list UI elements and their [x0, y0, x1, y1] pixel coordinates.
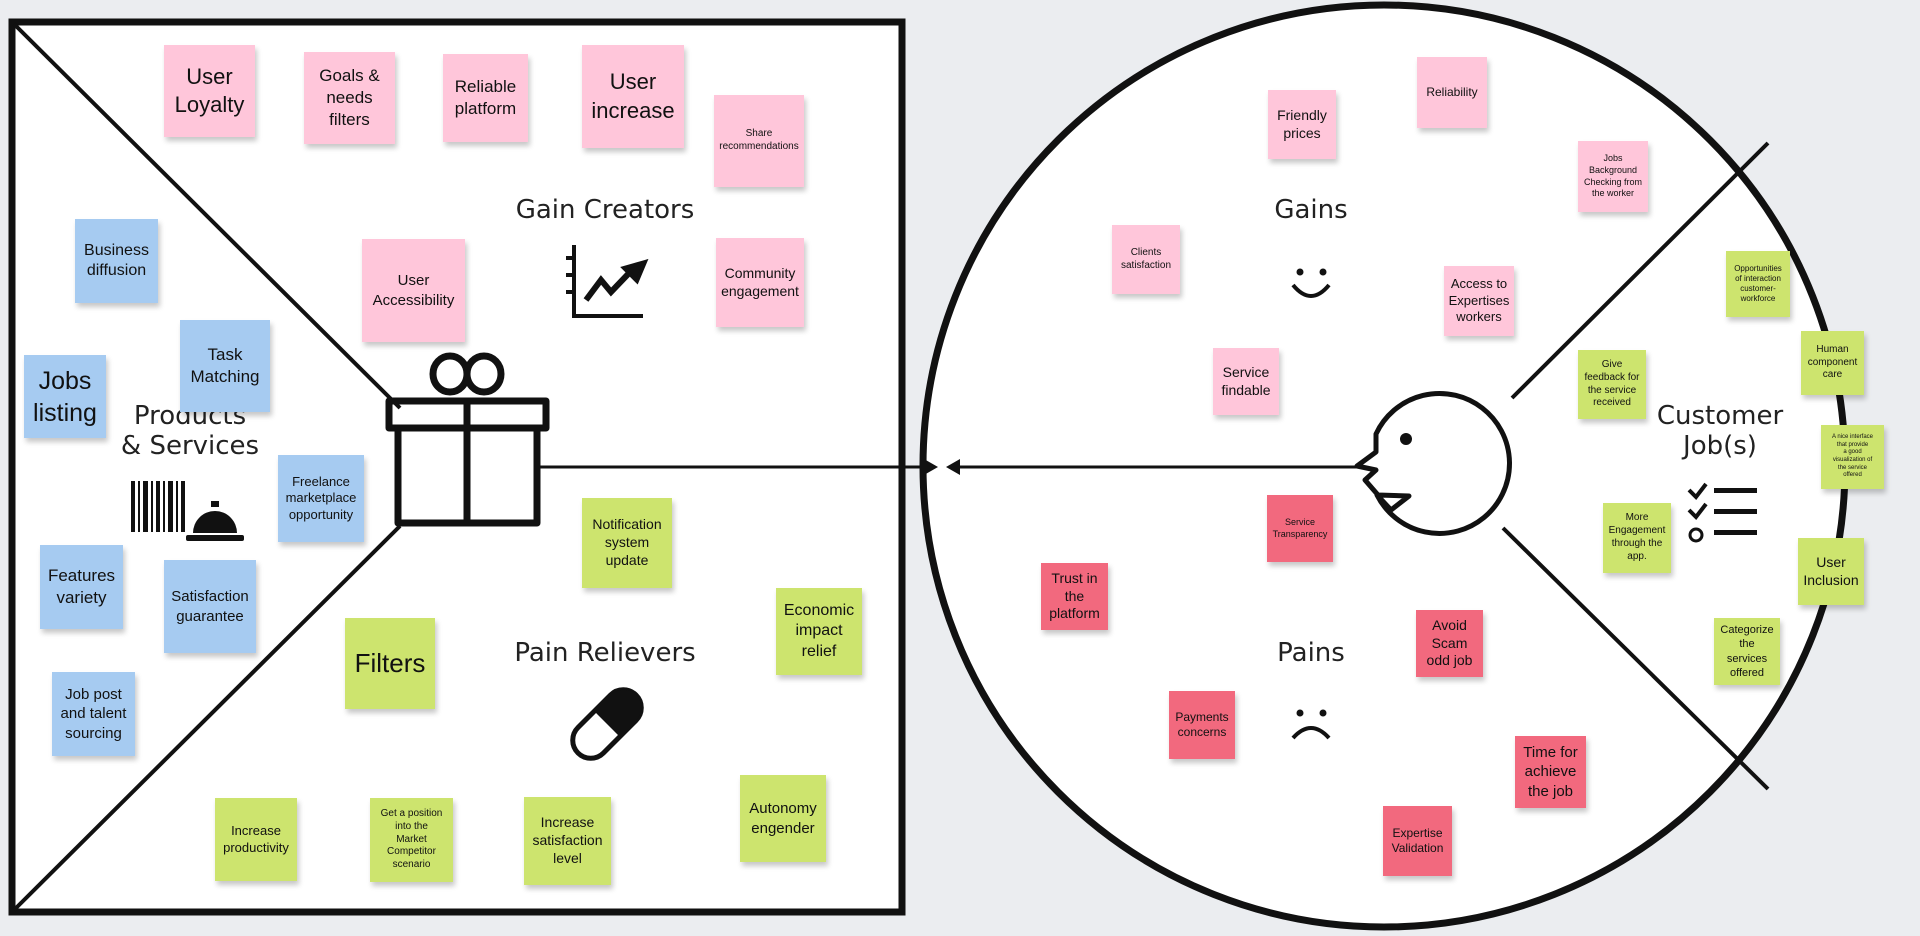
service-bell-icon [186, 501, 244, 541]
sticky-note[interactable]: Give feedback for the service received [1578, 350, 1646, 419]
sticky-note[interactable]: Avoid Scam odd job [1416, 610, 1483, 677]
sticky-note[interactable]: Trust in the platform [1041, 563, 1108, 630]
sticky-note[interactable]: Filters [345, 618, 435, 709]
smile-icon [1291, 268, 1331, 298]
frown-icon [1291, 709, 1331, 740]
sticky-note[interactable]: Access to Expertises workers [1444, 266, 1514, 336]
pains-heading: Pains [1277, 638, 1345, 668]
pain-relievers-heading: Pain Relievers [514, 638, 696, 668]
pill-icon [570, 687, 644, 761]
sticky-note[interactable]: Increase satisfaction level [524, 797, 611, 885]
sticky-note[interactable]: More Engagement through the app. [1603, 503, 1671, 573]
sticky-note[interactable]: Jobs listing [24, 355, 106, 438]
gift-icon [385, 352, 550, 527]
products-services-heading: Products & Services [120, 401, 260, 461]
sticky-note[interactable]: User increase [582, 45, 684, 148]
sticky-note[interactable]: User Accessibility [362, 239, 465, 342]
sticky-note[interactable]: Reliable platform [443, 54, 528, 142]
sticky-note[interactable]: Service Transparency [1267, 495, 1333, 562]
sticky-note[interactable]: Share recommendations [714, 95, 804, 187]
sticky-note[interactable]: Notification system update [582, 498, 672, 588]
sticky-note[interactable]: Economic impact relief [776, 588, 862, 675]
trend-chart-icon [566, 245, 649, 318]
sticky-note[interactable]: Categorize the services offered [1714, 618, 1780, 685]
sticky-note[interactable]: User Inclusion [1798, 538, 1864, 605]
sticky-note[interactable]: A nice interface that provide a good vis… [1821, 425, 1884, 489]
sticky-note[interactable]: Business diffusion [75, 219, 158, 303]
sticky-note[interactable]: Job post and talent sourcing [52, 672, 135, 756]
customer-jobs-heading: Customer Job(s) [1656, 401, 1784, 461]
sticky-note[interactable]: Opportunities of interaction customer- w… [1726, 251, 1790, 317]
sticky-note[interactable]: Satisfaction guarantee [164, 560, 256, 653]
gains-heading: Gains [1274, 195, 1348, 225]
face-profile-icon [1354, 391, 1512, 536]
sticky-note[interactable]: Reliability [1417, 57, 1487, 128]
arrow-icon [535, 459, 1357, 475]
sticky-note[interactable]: Jobs Background Checking from the worker [1578, 141, 1648, 212]
sticky-note[interactable]: Get a position into the Market Competito… [370, 798, 453, 882]
sticky-note[interactable]: Payments concerns [1169, 691, 1235, 759]
sticky-note[interactable]: Task Matching [180, 320, 270, 412]
sticky-note[interactable]: Freelance marketplace opportunity [278, 455, 364, 542]
sticky-note[interactable]: Time for achieve the job [1515, 736, 1586, 808]
sticky-note[interactable]: Service findable [1213, 348, 1279, 415]
sticky-note[interactable]: Human component care [1801, 331, 1864, 395]
sticky-note[interactable]: Goals & needs filters [304, 52, 395, 144]
sticky-note[interactable]: Clients satisfaction [1112, 225, 1180, 294]
sticky-note[interactable]: User Loyalty [164, 45, 255, 137]
sticky-note[interactable]: Community engagement [716, 238, 804, 327]
sticky-note[interactable]: Increase productivity [215, 798, 297, 881]
sticky-note[interactable]: Expertise Validation [1383, 806, 1452, 876]
barcode-icon [131, 481, 185, 532]
sticky-note[interactable]: Friendly prices [1268, 90, 1336, 159]
checklist-icon [1687, 482, 1757, 543]
sticky-note[interactable]: Features variety [40, 545, 123, 629]
sticky-note[interactable]: Autonomy engender [740, 775, 826, 862]
gain-creators-heading: Gain Creators [515, 195, 695, 225]
